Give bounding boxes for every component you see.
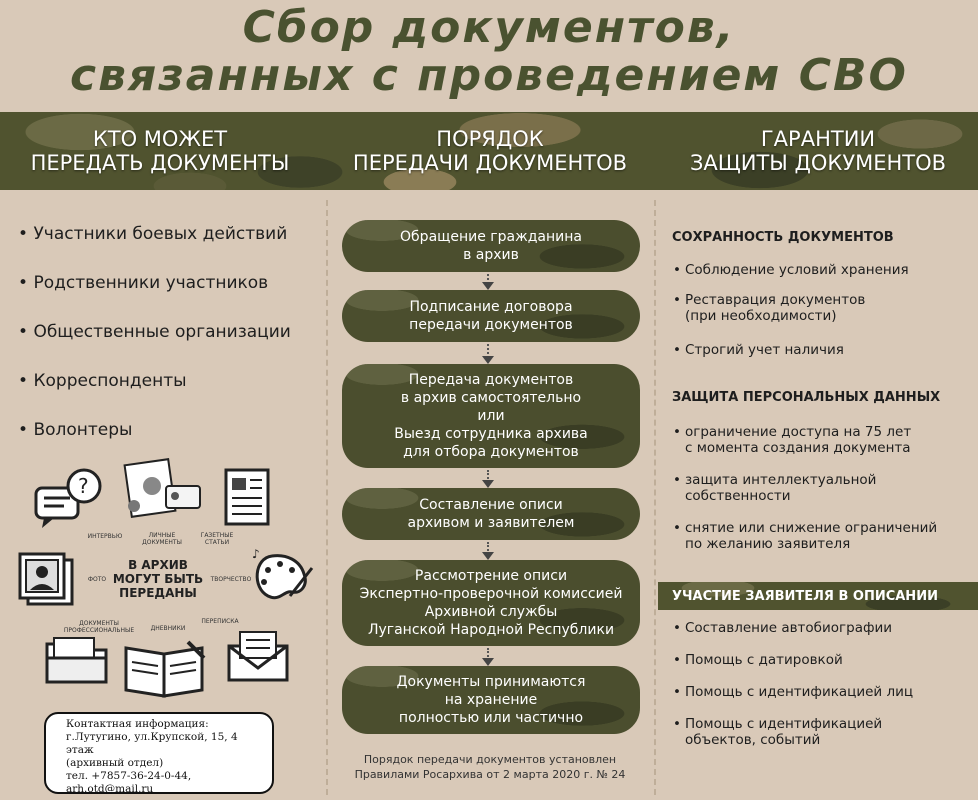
- icon-label: ДНЕВНИКИ: [150, 625, 186, 632]
- book-icon: [124, 640, 206, 698]
- safety-list: Соблюдение условий хранения Реставрация …: [673, 262, 909, 358]
- flow-step: Составление описи архивом и заявителем: [342, 488, 640, 540]
- list-item: Родственники участников: [18, 273, 291, 322]
- section-title-personal-data: ЗАЩИТА ПЕРСОНАЛЬНЫХ ДАННЫХ: [672, 390, 941, 405]
- list-item: Составление автобиографии: [673, 620, 913, 652]
- icon-label: ГАЗЕТНЫЕ СТАТЬИ: [200, 532, 234, 546]
- contact-line: Контактная информация:: [66, 718, 209, 730]
- palette-icon: ♪: [252, 548, 314, 600]
- flow-step: Обращение гражданина в архив: [342, 220, 640, 272]
- folder-icon: [45, 637, 108, 684]
- list-item: Корреспонденты: [18, 371, 291, 420]
- list-item: Реставрация документов (при необходимост…: [673, 292, 909, 342]
- icon-label: ЛИЧНЫЕ ДОКУМЕНТЫ: [142, 532, 182, 546]
- section-title-participation: УЧАСТИЕ ЗАЯВИТЕЛЯ В ОПИСАНИИ: [658, 582, 978, 610]
- list-item: Участники боевых действий: [18, 224, 291, 273]
- list-item: Соблюдение условий хранения: [673, 262, 909, 292]
- list-item: Строгий учет наличия: [673, 342, 909, 358]
- flow-step: Документы принимаются на хранение полнос…: [342, 666, 640, 734]
- contact-info: Контактная информация: г.Лутугино, ул.Кр…: [44, 712, 274, 795]
- flow-step: Подписание договора передачи документов: [342, 290, 640, 342]
- section-title-safety: СОХРАННОСТЬ ДОКУМЕНТОВ: [672, 230, 894, 245]
- list-item: Волонтеры: [18, 420, 291, 469]
- column-header-who: КТО МОЖЕТ ПЕРЕДАТЬ ДОКУМЕНТЫ: [30, 127, 290, 175]
- newspaper-icon: [224, 468, 270, 526]
- column-divider: [326, 200, 328, 795]
- svg-text:♪: ♪: [252, 548, 260, 561]
- personal-data-list: ограничение доступа на 75 лет с момента …: [673, 424, 937, 552]
- header-band: КТО МОЖЕТ ПЕРЕДАТЬ ДОКУМЕНТЫ ПОРЯДОК ПЕР…: [0, 112, 978, 190]
- list-item: Помощь с идентификацией объектов, событи…: [673, 716, 913, 748]
- flow-arrow: [482, 542, 495, 560]
- flow-arrow: [482, 648, 495, 666]
- flow-arrow: [482, 344, 495, 364]
- center-caption: В АРХИВ МОГУТ БЫТЬ ПЕРЕДАНЫ: [112, 558, 204, 600]
- contact-email: arh.otd@mail.ru: [66, 783, 154, 795]
- chat-bubbles-icon: ?: [34, 468, 102, 528]
- footnote: Порядок передачи документов установлен П…: [354, 753, 626, 781]
- flow-arrow: [482, 470, 495, 488]
- photo-icon: [18, 552, 74, 606]
- icon-label: ТВОРЧЕСТВО: [210, 576, 252, 583]
- who-list: Участники боевых действий Родственники у…: [18, 224, 291, 469]
- flow-step: Передача документов в архив самостоятель…: [342, 364, 640, 468]
- column-header-guarantees: ГАРАНТИИ ЗАЩИТЫ ДОКУМЕНТОВ: [689, 127, 947, 175]
- column-header-order: ПОРЯДОК ПЕРЕДАЧИ ДОКУМЕНТОВ: [352, 127, 628, 175]
- flow-step: Рассмотрение описи Экспертно-проверочной…: [342, 560, 640, 646]
- contact-line: (архивный отдел): [66, 757, 164, 769]
- icon-label: ПЕРЕПИСКА: [201, 618, 239, 625]
- flow-arrow: [482, 274, 495, 290]
- personal-documents-icon: [123, 458, 201, 518]
- list-item: ограничение доступа на 75 лет с момента …: [673, 424, 937, 472]
- participation-list: Составление автобиографии Помощь с датир…: [673, 620, 913, 748]
- column-divider: [654, 200, 656, 795]
- icon-label: ДОКУМЕНТЫ ПРОФЕССИОНАЛЬНЫЕ: [63, 620, 135, 634]
- list-item: защита интеллектуальной собственности: [673, 472, 937, 520]
- page-title: Сбор документов, связанных с проведением…: [70, 2, 908, 101]
- svg-text:?: ?: [78, 474, 89, 498]
- envelope-icon: [227, 631, 289, 682]
- icon-label: ИНТЕРВЬЮ: [87, 533, 123, 540]
- contact-line: г.Лутугино, ул.Крупской, 15, 4 этаж: [66, 731, 238, 756]
- list-item: Общественные организации: [18, 322, 290, 371]
- icon-label: ФОТО: [87, 576, 107, 583]
- list-item: Помощь с идентификацией лиц: [673, 684, 913, 716]
- contact-line: тел. +7857-36-24-0-44,: [66, 770, 192, 782]
- list-item: снятие или снижение ограничений по желан…: [673, 520, 937, 552]
- list-item: Помощь с датировкой: [673, 652, 913, 684]
